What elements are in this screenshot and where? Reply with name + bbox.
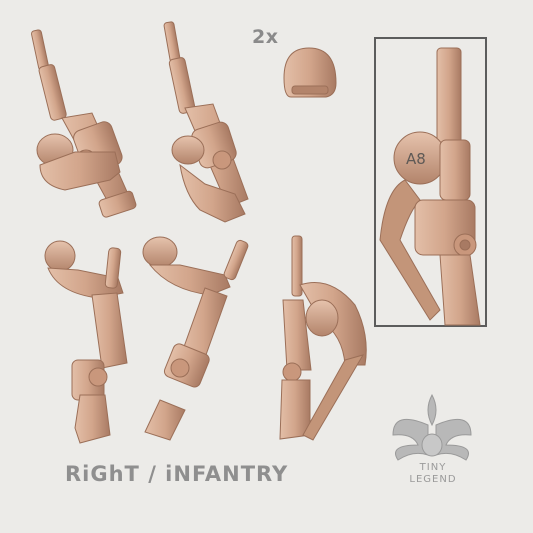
brand-line-1: TINY <box>419 462 447 473</box>
brand-line-2: LEGEND <box>409 474 457 485</box>
arm-rifle-piece-1 <box>31 29 137 218</box>
arm-rifle-piece-2 <box>163 21 249 223</box>
arm-rifle-piece-5 <box>279 235 367 441</box>
brand-block: TINY LEGEND <box>395 388 471 492</box>
marking-label: A8 <box>406 150 426 168</box>
arm-rifle-piece-3 <box>44 240 128 444</box>
helmet-piece <box>283 47 337 98</box>
product-caption: RiGhT / iNFANTRY <box>65 462 289 486</box>
winged-skull-logo-icon <box>392 393 472 461</box>
quantity-label: 2x <box>252 26 279 48</box>
detail-frame <box>374 37 487 327</box>
arm-rifle-piece-4 <box>142 236 249 441</box>
detail-closeup <box>379 47 481 326</box>
